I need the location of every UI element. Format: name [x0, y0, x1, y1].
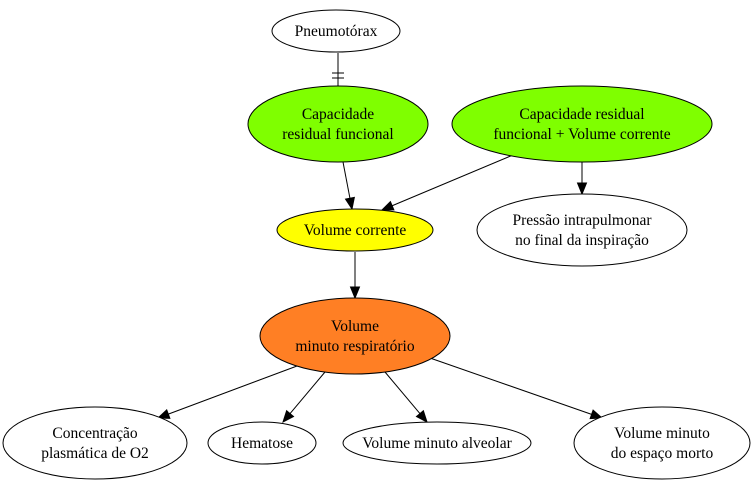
edge-vmr-to-vmem [429, 357, 604, 420]
arrowhead [589, 409, 604, 420]
node-label-line: Volume minuto alveolar [362, 435, 512, 452]
node-label-line: Hematose [231, 435, 293, 452]
arrowhead [344, 196, 355, 211]
node-label-line: plasmática de O2 [41, 445, 149, 462]
edge-volume_corrente-to-vmr [349, 252, 361, 300]
node-volume-corrente: Volume corrente [276, 208, 434, 252]
node-label-line: Capacidade [302, 106, 374, 123]
node-crf-vc: Capacidade residual funcional + Volume co… [451, 85, 713, 163]
edge-vmr-to-hematose [282, 371, 326, 424]
node-shape [259, 297, 451, 375]
node-label-line: Pressão intrapulmonar [512, 212, 652, 229]
edge-vmr-to-concentracao [156, 365, 298, 419]
node-shape [342, 421, 532, 465]
node-vma: Volume minuto alveolar [342, 421, 532, 465]
node-pressao: Pressão intrapulmonar no final da inspira… [476, 193, 688, 267]
node-pneumotorax: Pneumotórax [271, 9, 401, 53]
arrowhead [282, 409, 295, 424]
node-vmr: Volume minuto respiratório [259, 297, 451, 375]
node-label-line: Volume corrente [304, 222, 407, 239]
arrowhead [380, 200, 395, 211]
edge-vmr-to-vma [384, 371, 428, 424]
edge-crf-to-volume_corrente [342, 161, 355, 211]
node-label-line: Volume minuto [614, 425, 710, 442]
node-label-line: do espaço morto [611, 445, 714, 462]
node-label-line: no final da inspiração [515, 232, 649, 249]
node-label-line: Pneumotórax [295, 23, 378, 40]
node-shape [271, 9, 401, 53]
arrowhead [576, 182, 588, 196]
node-shape [276, 208, 434, 252]
node-crf: Capacidade residual funcional [247, 85, 429, 163]
node-shape [476, 193, 688, 267]
node-label-line: minuto respiratório [295, 338, 414, 355]
node-hematose: Hematose [207, 421, 317, 465]
node-label-line: Capacidade residual [519, 106, 644, 123]
node-shape [247, 85, 429, 163]
node-vmem: Volume minuto do espaço morto [573, 406, 751, 480]
node-label-line: residual funcional [282, 126, 393, 143]
arrowhead [349, 286, 361, 300]
node-label-line: Concentração [52, 425, 137, 442]
edges-layer [156, 53, 604, 424]
edge-crf_vc-to-pressao [576, 162, 588, 196]
node-shape [573, 406, 751, 480]
edge-crf_vc-to-volume_corrente [380, 154, 514, 211]
node-concentracao: Concentração plasmática de O2 [2, 406, 188, 480]
edge-pneumotorax-to-crf [332, 53, 344, 86]
node-shape [2, 406, 188, 480]
node-shape [451, 85, 713, 163]
node-shape [207, 421, 317, 465]
arrowhead [415, 409, 428, 424]
arrowhead [156, 409, 171, 419]
node-label-line: funcional + Volume corrente [493, 126, 670, 143]
node-label-line: Volume [331, 318, 379, 335]
